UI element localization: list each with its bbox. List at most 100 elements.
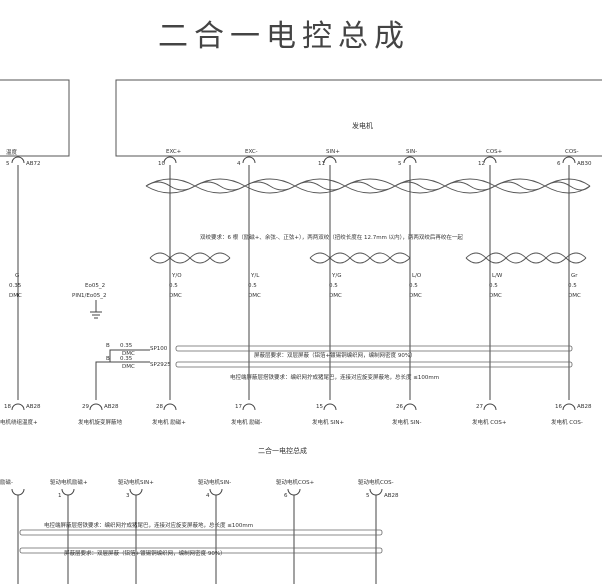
svg-text:驱动电机SIN-: 驱动电机SIN-	[198, 478, 231, 486]
svg-text:PIN1/Eo05_2: PIN1/Eo05_2	[72, 293, 107, 299]
svg-text:AB30: AB30	[577, 161, 592, 167]
svg-text:发电机 SIN+: 发电机 SIN+	[312, 418, 344, 426]
branch-wires: B 0.35 DMC SP100 B 0.35 DMC SP2925	[95, 343, 171, 400]
svg-text:DMC: DMC	[409, 293, 422, 299]
lower-pin: 驱动电机SIN+3	[118, 478, 154, 584]
svg-text:26: 26	[396, 404, 403, 410]
twist-pattern-lower	[149, 252, 587, 264]
svg-text:B: B	[106, 343, 110, 349]
svg-text:AB72: AB72	[26, 161, 41, 167]
svg-text:5: 5	[398, 161, 402, 167]
svg-text:电机绕组温度+: 电机绕组温度+	[0, 418, 38, 426]
svg-text:27: 27	[476, 404, 483, 410]
svg-text:AB28: AB28	[384, 493, 399, 499]
svg-text:6: 6	[284, 493, 288, 499]
svg-text:18: 18	[4, 404, 11, 410]
connector-pin-15: 15 发电机 SIN+	[312, 403, 344, 426]
page-title: 二合一电控总成	[158, 19, 410, 54]
generator-label: 发电机	[352, 121, 373, 130]
svg-text:17: 17	[235, 404, 242, 410]
svg-text:EXC-: EXC-	[245, 149, 258, 155]
generator-pin-12: COS+12	[478, 149, 503, 167]
svg-text:L/O: L/O	[412, 273, 422, 279]
svg-text:励磁-: 励磁-	[0, 478, 13, 486]
svg-text:DMC: DMC	[122, 364, 135, 370]
svg-text:DMC: DMC	[329, 293, 342, 299]
left-component-box	[0, 79, 70, 157]
svg-text:4: 4	[237, 161, 241, 167]
shield-note: 屏蔽层要求：双层屏蔽（铝箔+镀锡铜编织网，编制网密度 90%）	[254, 351, 416, 359]
svg-text:驱动电机COS+: 驱动电机COS+	[276, 478, 315, 486]
svg-text:DMC: DMC	[169, 293, 182, 299]
svg-text:发电机 励磁+: 发电机 励磁+	[152, 418, 186, 426]
shield-end-note: 电控端屏蔽层搭铁要求：编织网拧成猪尾巴，连接对应旋变屏蔽地，总长度 ≤100mm	[230, 373, 439, 381]
svg-text:11: 11	[318, 161, 325, 167]
svg-text:5: 5	[366, 493, 370, 499]
svg-text:0.5: 0.5	[248, 283, 257, 289]
svg-text:发电机 SIN-: 发电机 SIN-	[392, 418, 421, 426]
svg-text:SIN-: SIN-	[406, 149, 417, 155]
left-box-label: 温度	[6, 148, 18, 156]
svg-text:AB28: AB28	[26, 404, 41, 410]
svg-text:15: 15	[316, 404, 323, 410]
svg-text:0.35: 0.35	[120, 356, 133, 362]
lower-shield-bus	[19, 529, 383, 554]
svg-text:0.5: 0.5	[329, 283, 338, 289]
svg-text:0.5: 0.5	[489, 283, 498, 289]
lower-shield-end-note: 电控端屏蔽层搭铁要求：编织网拧成猪尾巴，连接对应旋变屏蔽地，总长度 ≤100mm	[44, 521, 253, 529]
lower-pin: 驱动电机励磁+1	[50, 478, 88, 584]
svg-text:L/W: L/W	[492, 273, 503, 279]
svg-text:B: B	[106, 356, 110, 362]
generator-wires: Y/O0.5DMCY/L0.5DMCY/G0.5DMCL/O0.5DMCL/W0…	[169, 165, 581, 400]
svg-text:1: 1	[58, 493, 62, 499]
svg-text:29: 29	[82, 404, 89, 410]
splice-ground: Eo05_2 PIN1/Eo05_2	[72, 283, 107, 319]
svg-text:SP2925: SP2925	[150, 362, 171, 368]
svg-text:Eo05_2: Eo05_2	[85, 283, 105, 289]
svg-text:DMC: DMC	[9, 293, 22, 299]
svg-text:12: 12	[478, 161, 485, 167]
svg-text:3: 3	[126, 493, 130, 499]
twist-note: 双绞要求：6 根（励磁+、余弦-、正弦+），两两双绞（扭绞长度在 12.7mm …	[200, 233, 463, 241]
svg-text:16: 16	[555, 404, 562, 410]
svg-text:DMC: DMC	[489, 293, 502, 299]
svg-text:AB28: AB28	[104, 404, 119, 410]
twist-pattern-upper	[145, 178, 591, 194]
svg-text:0.5: 0.5	[169, 283, 178, 289]
svg-text:SIN+: SIN+	[326, 149, 340, 155]
svg-text:Gr: Gr	[571, 273, 578, 279]
generator-box	[115, 79, 602, 157]
connector-pin-26: 26 发电机 SIN-	[392, 403, 421, 426]
generator-pin-5: SIN- 5	[398, 149, 417, 167]
svg-text:G: G	[15, 273, 19, 279]
svg-text:28: 28	[156, 404, 163, 410]
svg-text:0.35: 0.35	[9, 283, 22, 289]
svg-text:0.5: 0.5	[409, 283, 418, 289]
svg-text:Y/O: Y/O	[171, 273, 182, 279]
lower-pin: 励磁-	[0, 478, 25, 584]
generator-pin-4: EXC- 4	[237, 149, 258, 167]
lower-pin: 驱动电机COS+ 6	[276, 478, 315, 584]
connector-pin-18: 18 AB28 电机绕组温度+	[0, 403, 41, 426]
svg-text:SP100: SP100	[150, 346, 168, 352]
svg-text:6: 6	[557, 161, 561, 167]
svg-text:COS+: COS+	[486, 149, 503, 155]
lower-pin: 驱动电机SIN-4	[198, 478, 231, 584]
svg-text:0.5: 0.5	[568, 283, 577, 289]
generator-pin-10: EXC+10	[158, 149, 182, 167]
svg-text:发电机 COS-: 发电机 COS-	[551, 418, 583, 426]
